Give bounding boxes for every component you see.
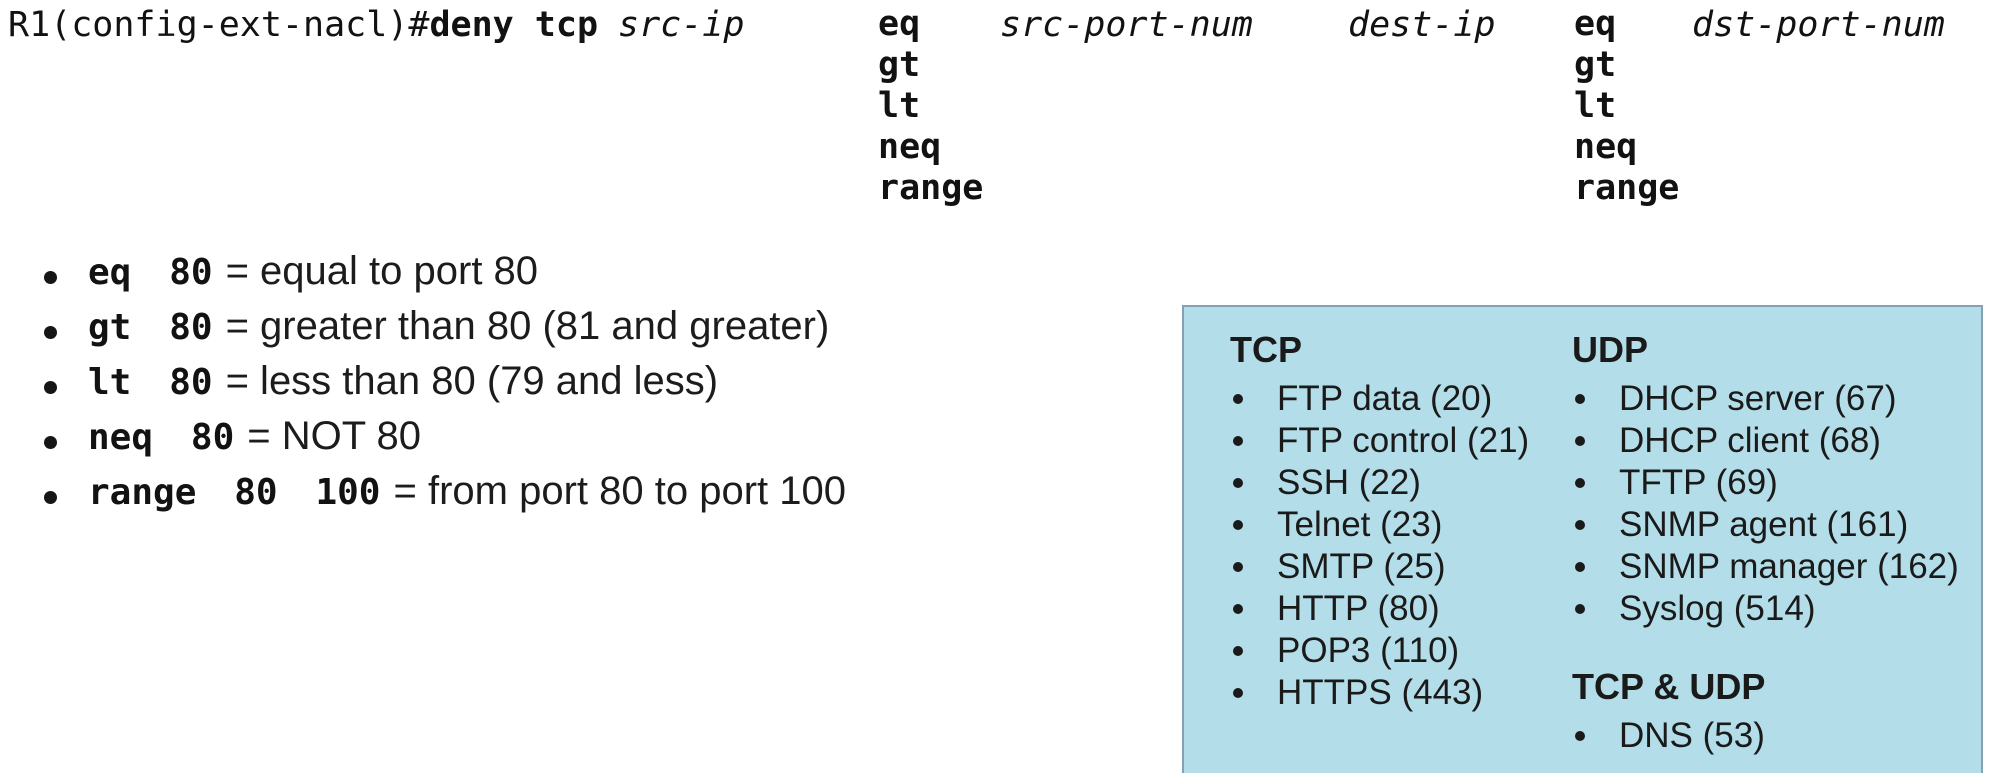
src-port-operator-stack: eq gt lt neq range bbox=[878, 4, 983, 209]
udp-port-item: DHCP server (67) bbox=[1572, 378, 1959, 420]
legend-item-range: range 80 100 = from port 80 to port 100 bbox=[44, 464, 846, 519]
well-known-ports-box: TCP FTP data (20) FTP control (21) SSH (… bbox=[1182, 305, 1983, 773]
udp-port-item: TFTP (69) bbox=[1572, 462, 1959, 504]
tcp-port-item: HTTP (80) bbox=[1230, 588, 1529, 630]
operator-lt: lt bbox=[1574, 86, 1617, 126]
port-label: SNMP agent (161) bbox=[1619, 505, 1909, 544]
legend-text: = greater than 80 (81 and greater) bbox=[225, 304, 830, 348]
operator-legend-list: eq 80 = equal to port 80 gt 80 = greater t… bbox=[44, 244, 846, 519]
bullet-icon bbox=[44, 490, 57, 504]
cli-src-port-param: src-port-num bbox=[1000, 5, 1253, 45]
udp-port-item: SNMP agent (161) bbox=[1572, 504, 1959, 546]
bullet-icon bbox=[1575, 436, 1585, 446]
tcp-ports-column: TCP FTP data (20) FTP control (21) SSH (… bbox=[1230, 329, 1529, 714]
legend-item-gt: gt 80 = greater than 80 (81 and greater) bbox=[44, 299, 846, 354]
operator-eq: eq bbox=[878, 4, 921, 44]
operator-lt: lt bbox=[878, 86, 921, 126]
cli-src-ip-param: src-ip bbox=[618, 5, 745, 45]
tcp-udp-column-header: TCP & UDP bbox=[1572, 666, 1766, 707]
port-label: POP3 (110) bbox=[1277, 631, 1460, 670]
legend-item-neq: neq 80 = NOT 80 bbox=[44, 409, 846, 464]
cli-dst-port-param: dst-port-num bbox=[1692, 5, 1945, 45]
dst-port-operator-stack: eq gt lt neq range bbox=[1574, 4, 1679, 209]
port-label: Syslog (514) bbox=[1619, 589, 1816, 628]
cli-command-line: R1(config-ext-nacl)#deny tcp src-ip bbox=[8, 4, 744, 46]
udp-port-item: Syslog (514) bbox=[1572, 588, 1959, 630]
tcp-port-item: Telnet (23) bbox=[1230, 504, 1529, 546]
legend-code: neq 80 bbox=[88, 417, 235, 458]
tcp-port-item: SMTP (25) bbox=[1230, 546, 1529, 588]
bullet-icon bbox=[1233, 646, 1243, 656]
bullet-icon bbox=[1575, 731, 1585, 741]
bullet-icon bbox=[44, 270, 57, 284]
legend-code: eq 80 bbox=[88, 252, 213, 293]
legend-code: lt 80 bbox=[88, 362, 213, 403]
cli-keywords: deny tcp bbox=[429, 5, 599, 45]
bullet-icon bbox=[1575, 520, 1585, 530]
legend-text: = from port 80 to port 100 bbox=[393, 469, 846, 513]
legend-item-lt: lt 80 = less than 80 (79 and less) bbox=[44, 354, 846, 409]
bullet-icon bbox=[44, 325, 57, 339]
bullet-icon bbox=[1575, 604, 1585, 614]
port-label: FTP control (21) bbox=[1277, 421, 1530, 460]
cli-dest-ip-param: dest-ip bbox=[1348, 5, 1496, 45]
tcp-column-header: TCP bbox=[1230, 329, 1302, 370]
legend-item-eq: eq 80 = equal to port 80 bbox=[44, 244, 846, 299]
legend-text: = NOT 80 bbox=[247, 414, 422, 458]
operator-range: range bbox=[1574, 168, 1680, 208]
port-label: Telnet (23) bbox=[1277, 505, 1443, 544]
bullet-icon bbox=[1233, 394, 1243, 404]
operator-range: range bbox=[878, 168, 984, 208]
port-label: DHCP client (68) bbox=[1619, 421, 1881, 460]
tcp-port-item: FTP data (20) bbox=[1230, 378, 1529, 420]
operator-gt: gt bbox=[1574, 45, 1617, 85]
tcp-port-item: POP3 (110) bbox=[1230, 630, 1529, 672]
operator-gt: gt bbox=[878, 45, 921, 85]
bullet-icon bbox=[1233, 562, 1243, 572]
port-label: HTTPS (443) bbox=[1277, 673, 1484, 712]
legend-code: range 80 100 bbox=[88, 472, 381, 513]
port-label: HTTP (80) bbox=[1277, 589, 1440, 628]
bullet-icon bbox=[44, 435, 57, 449]
cli-prompt: R1(config-ext-nacl)# bbox=[8, 5, 430, 45]
udp-column-header: UDP bbox=[1572, 329, 1649, 370]
bullet-icon bbox=[1233, 436, 1243, 446]
legend-code: gt 80 bbox=[88, 307, 213, 348]
tcp-port-item: HTTPS (443) bbox=[1230, 672, 1529, 714]
bullet-icon bbox=[1233, 520, 1243, 530]
tcp-port-item: SSH (22) bbox=[1230, 462, 1529, 504]
operator-eq: eq bbox=[1574, 4, 1617, 44]
udp-ports-column: UDP DHCP server (67) DHCP client (68) TF… bbox=[1572, 329, 1959, 757]
bullet-icon bbox=[1233, 604, 1243, 614]
tcp-port-item: FTP control (21) bbox=[1230, 420, 1529, 462]
legend-text: = less than 80 (79 and less) bbox=[225, 359, 719, 403]
udp-port-item: SNMP manager (162) bbox=[1572, 546, 1959, 588]
bullet-icon bbox=[1575, 394, 1585, 404]
port-label: FTP data (20) bbox=[1277, 379, 1493, 418]
bullet-icon bbox=[1233, 688, 1243, 698]
port-label: SSH (22) bbox=[1277, 463, 1421, 502]
port-label: SNMP manager (162) bbox=[1619, 547, 1959, 586]
tcp-udp-port-item: DNS (53) bbox=[1572, 715, 1959, 757]
legend-text: = equal to port 80 bbox=[225, 249, 539, 293]
port-label: DHCP server (67) bbox=[1619, 379, 1897, 418]
port-label: TFTP (69) bbox=[1619, 463, 1778, 502]
bullet-icon bbox=[44, 380, 57, 394]
bullet-icon bbox=[1575, 478, 1585, 488]
operator-neq: neq bbox=[1574, 127, 1638, 167]
udp-port-item: DHCP client (68) bbox=[1572, 420, 1959, 462]
port-label: DNS (53) bbox=[1619, 716, 1765, 755]
operator-neq: neq bbox=[878, 127, 942, 167]
port-label: SMTP (25) bbox=[1277, 547, 1446, 586]
bullet-icon bbox=[1575, 562, 1585, 572]
bullet-icon bbox=[1233, 478, 1243, 488]
